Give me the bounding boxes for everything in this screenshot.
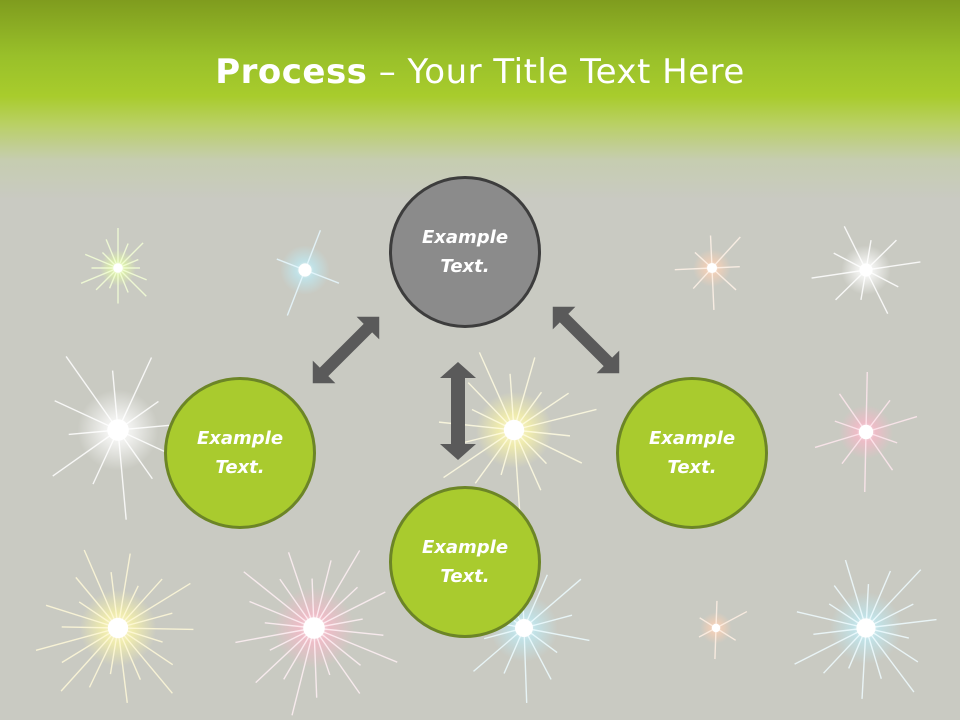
sparkle: [814, 371, 918, 493]
node-top-label: Example Text.: [421, 227, 509, 277]
double-arrow-vertical: [440, 362, 476, 460]
double-arrow-right: [552, 306, 620, 374]
sparkle: [235, 550, 398, 716]
process-node-left[interactable]: Example Text.: [164, 377, 316, 529]
process-node-top[interactable]: Example Text.: [389, 176, 541, 328]
sparkle: [450, 568, 590, 703]
title-bold: Process: [215, 52, 368, 92]
sparkle: [35, 549, 194, 703]
node-left-label: Example Text.: [196, 428, 284, 478]
node-right-label: Example Text.: [648, 428, 736, 478]
double-arrow-left: [312, 316, 380, 384]
node-bottom-label: Example Text.: [421, 537, 509, 587]
sparkle: [438, 352, 597, 515]
process-node-bottom[interactable]: Example Text.: [389, 486, 541, 638]
header-band: [0, 0, 960, 200]
sparkle: [52, 356, 200, 520]
page-title: Process – Your Title Text Here: [0, 52, 960, 92]
sparkle: [80, 228, 147, 304]
sparkle: [794, 559, 937, 699]
sparkle: [811, 225, 921, 315]
sparkle: [698, 600, 748, 660]
sparkle: [674, 235, 741, 310]
process-node-right[interactable]: Example Text.: [616, 377, 768, 529]
sparkle: [276, 230, 340, 316]
title-rest: – Your Title Text Here: [367, 52, 745, 92]
